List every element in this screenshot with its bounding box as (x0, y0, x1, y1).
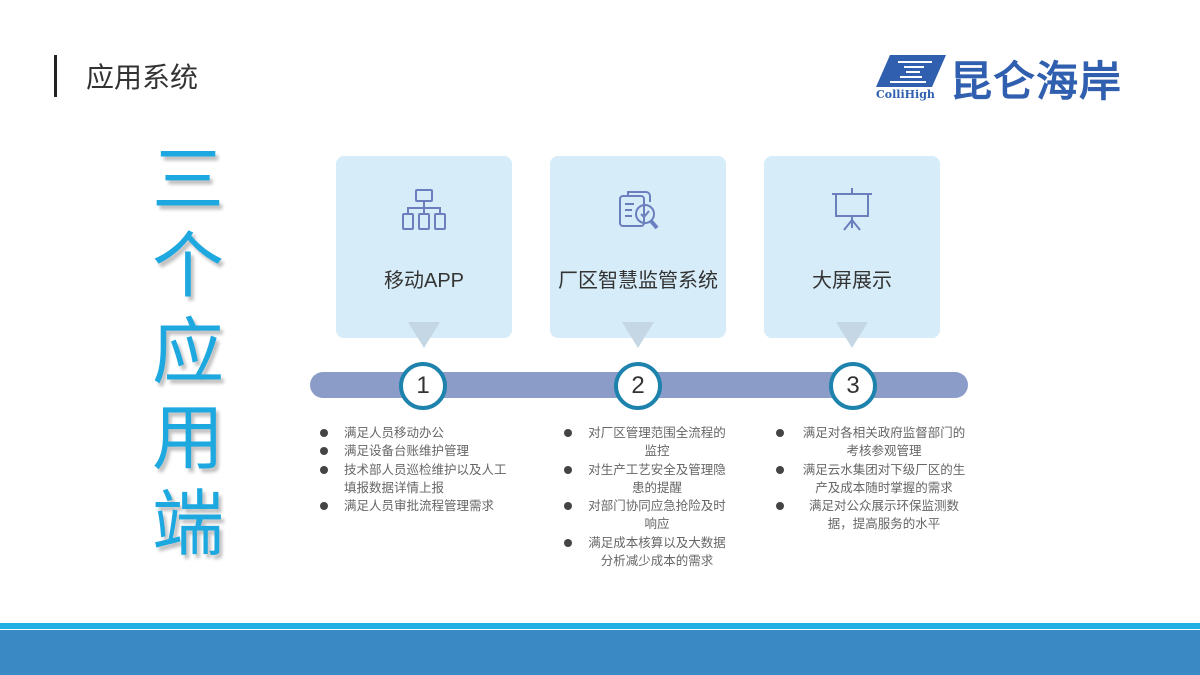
list-item: 对部门协同应急抢险及时响应 (560, 497, 726, 534)
pointer-triangle (408, 322, 440, 348)
step-number: 3 (829, 362, 877, 410)
list-item: 满足人员移动办公 (316, 424, 512, 442)
list-item: 满足人员审批流程管理需求 (316, 497, 512, 515)
step-number: 2 (614, 362, 662, 410)
list-item: 满足成本核算以及大数据分析减少成本的需求 (560, 534, 726, 571)
network-devices-icon (402, 189, 446, 230)
pointer-triangle (836, 322, 868, 348)
list-item: 满足云水集团对下级厂区的生产及成本随时掌握的需求 (772, 461, 968, 498)
list-item: 满足设备台账维护管理 (316, 442, 512, 460)
list-item: 对生产工艺安全及管理隐患的提醒 (560, 461, 726, 498)
list-item: 对厂区管理范围全流程的监控 (560, 424, 726, 461)
feature-list-mobile: 满足人员移动办公 满足设备台账维护管理 技术部人员巡检维护以及人工填报数据详情上… (316, 424, 512, 515)
page-title: 应用系统 (86, 62, 199, 93)
presentation-board-icon (832, 188, 872, 231)
side-title-char: 应 (151, 310, 224, 394)
list-item: 满足对各相关政府监督部门的考核参观管理 (772, 424, 968, 461)
list-item: 满足对公众展示环保监测数据，提高服务的水平 (772, 497, 968, 534)
footer-band (0, 630, 1200, 675)
header-accent-bar (54, 55, 57, 97)
document-check-search-icon (619, 191, 659, 230)
card-label: 移动APP (383, 270, 465, 292)
side-title-char: 端 (151, 482, 224, 566)
feature-list-plant: 对厂区管理范围全流程的监控 对生产工艺安全及管理隐患的提醒 对部门协同应急抢险及… (560, 424, 726, 570)
card-big-screen[interactable]: 大屏展示 (764, 156, 940, 338)
card-mobile-app[interactable]: 移动APP (336, 156, 512, 338)
list-item: 技术部人员巡检维护以及人工填报数据详情上报 (316, 461, 512, 498)
logo-name: 昆仑海岸 (950, 57, 1123, 106)
side-title-char: 三 (151, 138, 224, 222)
side-title-char: 用 (151, 396, 224, 480)
card-label: 大屏展示 (812, 270, 892, 292)
footer-accent-strip (0, 623, 1200, 629)
colihigh-logo-icon (876, 55, 946, 87)
step-number: 1 (399, 362, 447, 410)
card-label: 厂区智慧监管系统 (558, 270, 718, 292)
pointer-triangle (622, 322, 654, 348)
side-title-char: 个 (151, 224, 224, 308)
logo-english: ColliHigh (876, 88, 935, 101)
card-plant-supervision[interactable]: 厂区智慧监管系统 (550, 156, 726, 338)
feature-list-screen: 满足对各相关政府监督部门的考核参观管理 满足云水集团对下级厂区的生产及成本随时掌… (772, 424, 968, 534)
